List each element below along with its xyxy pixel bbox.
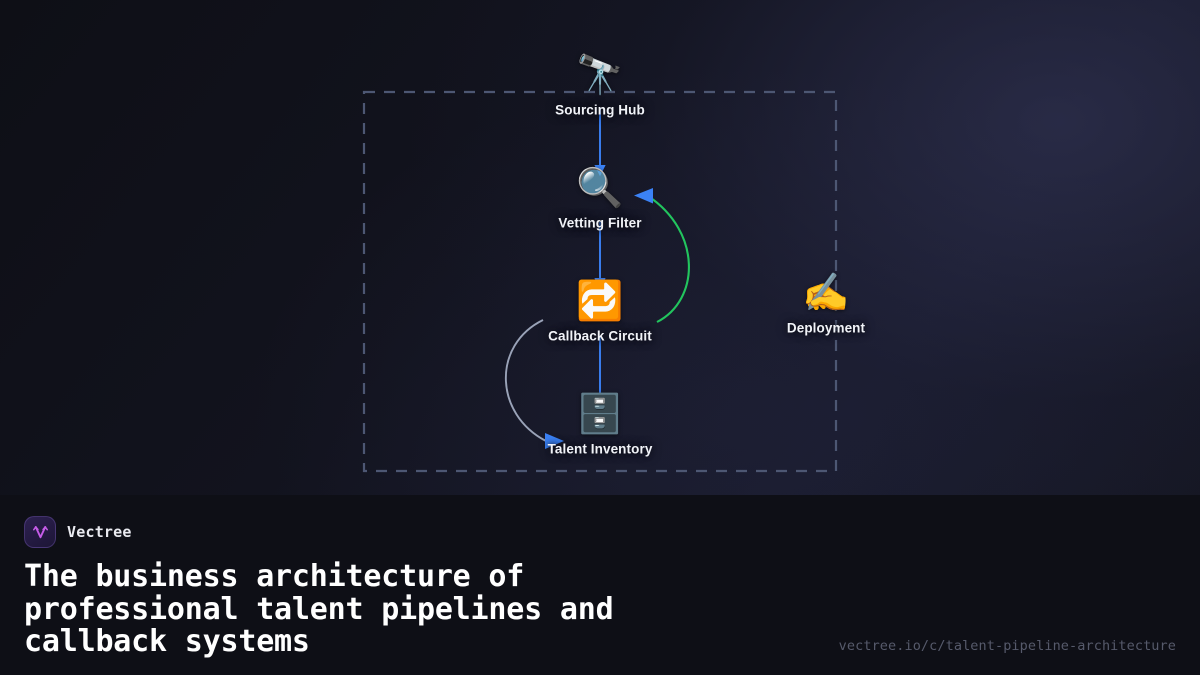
page-title: The business architecture of professiona… xyxy=(24,559,614,659)
node-label-deployment: Deployment xyxy=(786,320,866,336)
brand-name: Vectree xyxy=(67,523,132,541)
edge-callback-to-vetting-arrowhead xyxy=(634,188,653,204)
footer: Vectree The business architecture of pro… xyxy=(0,495,1200,675)
diagram-canvas: 🔭 Sourcing Hub 🔍 Vetting Filter 🔁 Callba… xyxy=(362,53,926,473)
source-url: vectree.io/c/talent-pipeline-architectur… xyxy=(838,638,1176,654)
vectree-logo-icon xyxy=(24,516,56,548)
file-cabinet-icon: 🗄️ xyxy=(576,393,624,436)
node-vetting-filter[interactable]: 🔍 Vetting Filter xyxy=(500,166,700,231)
diagram-edges xyxy=(362,90,838,473)
edge-callback-to-inventory-fallback-arrowhead xyxy=(545,433,564,449)
node-label-callback-circuit: Callback Circuit xyxy=(548,328,652,344)
magnifying-glass-icon: 🔍 xyxy=(576,167,624,210)
repeat-icon: 🔁 xyxy=(576,280,624,323)
pipeline-boundary xyxy=(362,90,838,473)
edge-callback-to-vetting xyxy=(647,195,690,323)
node-deployment[interactable]: ✍️ Deployment xyxy=(726,271,926,336)
node-sourcing-hub[interactable]: 🔭 Sourcing Hub xyxy=(500,53,700,118)
node-label-talent-inventory: Talent Inventory xyxy=(547,441,653,457)
writing-hand-icon: ✍️ xyxy=(802,272,850,315)
brand: Vectree xyxy=(24,515,1176,549)
node-callback-circuit[interactable]: 🔁 Callback Circuit xyxy=(500,279,700,344)
node-talent-inventory[interactable]: 🗄️ Talent Inventory xyxy=(500,392,700,457)
node-label-sourcing-hub: Sourcing Hub xyxy=(555,102,645,118)
node-label-vetting-filter: Vetting Filter xyxy=(558,215,642,231)
edge-callback-to-inventory-fallback xyxy=(504,319,547,442)
telescope-icon: 🔭 xyxy=(576,54,624,97)
